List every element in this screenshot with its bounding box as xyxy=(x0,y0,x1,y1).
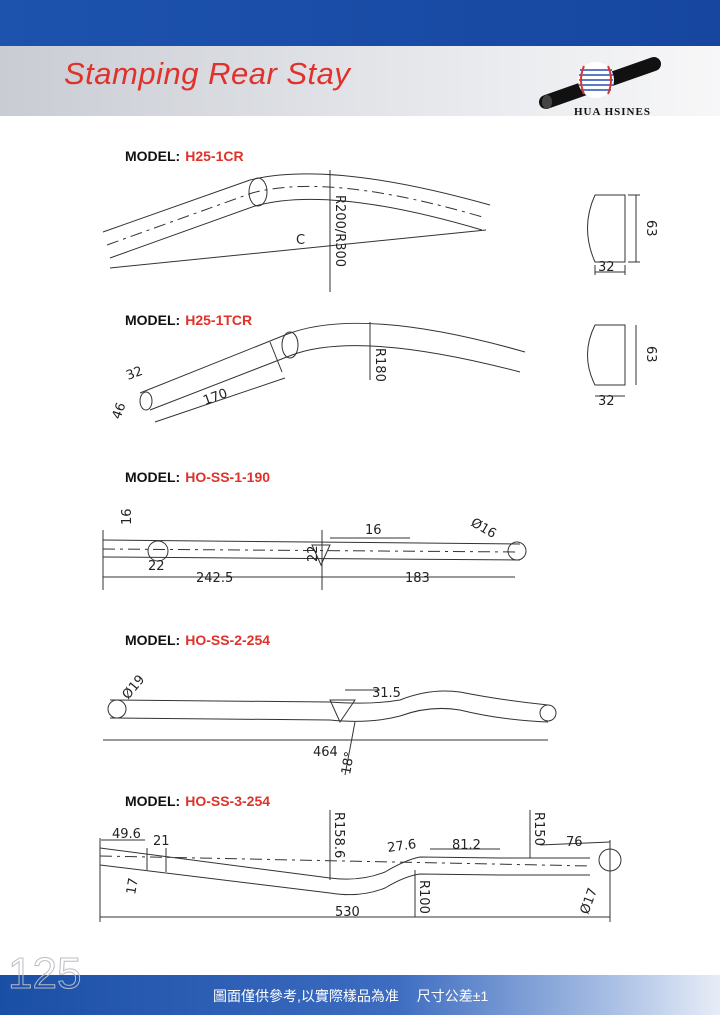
dim-len: 464 xyxy=(313,745,338,760)
dim-c: C xyxy=(296,233,305,248)
drawing-ho-ss-1-190 xyxy=(102,530,527,590)
dim-len: 170 xyxy=(201,386,229,409)
dim-d4: 16 xyxy=(365,523,382,538)
dim-b: 21 xyxy=(153,834,170,849)
dim-d3: 22 xyxy=(306,545,321,562)
dim-len1: 242.5 xyxy=(196,571,233,586)
dim-r2: R150 xyxy=(531,812,546,846)
dim-radius: R180 xyxy=(372,348,387,382)
footer-note: 圖面僅供參考,以實際樣品為准 尺寸公差±1 xyxy=(213,988,489,1004)
dim-width: 32 xyxy=(598,260,615,275)
model-label-4: MODEL:HO-SS-2-254 xyxy=(125,632,271,648)
dim-dia: Ø16 xyxy=(468,515,499,541)
dim-d1: 31.5 xyxy=(372,686,401,701)
dim-dia: Ø17 xyxy=(578,886,601,916)
dim-len2: 183 xyxy=(405,571,430,586)
model-label-1: MODEL:H25-1CR xyxy=(125,148,244,164)
dim-d1: 16 xyxy=(120,508,135,525)
dim-height: 63 xyxy=(643,346,658,363)
dim-radius: R200/R300 xyxy=(332,195,347,267)
model-label-3: MODEL:HO-SS-1-190 xyxy=(125,469,271,485)
drawing-ho-ss-3-254 xyxy=(99,810,622,922)
dim-b: 46 xyxy=(110,401,130,422)
page-number: 125 xyxy=(7,949,82,999)
dim-r1: R158.6 xyxy=(331,812,346,858)
dim-d2: 22 xyxy=(148,559,165,574)
drawing-ho-ss-2-254 xyxy=(103,689,557,776)
brand-logo xyxy=(539,57,661,109)
dim-c: 17 xyxy=(124,877,142,896)
dim-len: 530 xyxy=(335,905,360,920)
logo-globe-icon xyxy=(578,62,614,98)
drawing-h25-1cr xyxy=(102,170,640,292)
drawing-h25-1tcr xyxy=(139,322,637,423)
dim-r3: R100 xyxy=(416,880,431,914)
dim-dia: Ø19 xyxy=(120,672,149,702)
dim-angle: 18° xyxy=(339,750,358,775)
dim-height: 63 xyxy=(643,220,658,237)
model-label-5: MODEL:HO-SS-3-254 xyxy=(125,793,271,809)
dim-e: 81.2 xyxy=(452,838,481,853)
dim-d: 27.6 xyxy=(386,837,417,856)
header-band xyxy=(0,0,720,46)
dim-a: 32 xyxy=(124,364,145,384)
dim-width: 32 xyxy=(598,394,615,409)
page-title: Stamping Rear Stay xyxy=(64,56,351,91)
brand-name: HUA HSINES xyxy=(574,106,651,118)
model-label-2: MODEL:H25-1TCR xyxy=(125,312,253,328)
dim-a: 49.6 xyxy=(112,827,141,842)
footer-band xyxy=(0,975,720,1015)
dim-f: 76 xyxy=(566,835,583,850)
